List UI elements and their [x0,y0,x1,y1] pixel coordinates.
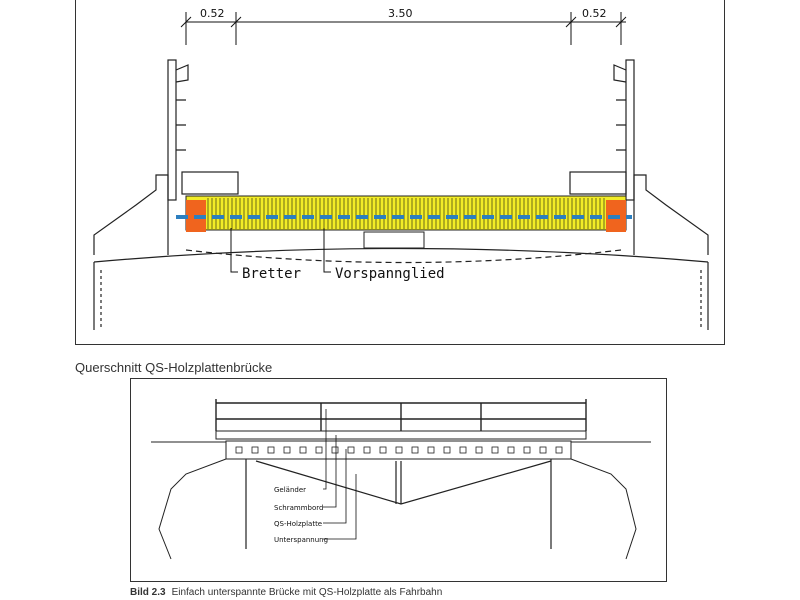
deck-bolt [315,446,323,454]
timber-deck [185,195,627,231]
elevation-drawing: Geländer Schrammbord QS-Holzplatte Unter… [151,399,651,560]
deck-bolt [331,446,339,454]
label-deck: QS-Holzplatte [274,520,322,528]
deck-bolts [235,446,563,454]
dimension-right: 0.52 [582,7,607,20]
cross-section-figure: 0.52 3.50 0.52 [75,0,725,345]
abutments [151,441,651,560]
deck-bolt [555,446,563,454]
dimension-line [180,12,627,45]
label-boards: Bretter [242,266,301,282]
underspanning [245,459,552,549]
label-tendon: Vorspannglied [335,266,445,282]
deck-bolt [411,446,419,454]
deck-bolt [283,446,291,454]
deck-bolt [251,446,259,454]
label-underspanning: Unterspannung [274,536,328,544]
deck-bolt [347,446,355,454]
deck-bolt [235,446,243,454]
deck-boards [207,198,605,229]
deck-bolt [443,446,451,454]
dimension-left: 0.52 [200,7,225,20]
leader-lines [323,409,357,540]
curb [215,430,587,440]
deck-bolt [379,446,387,454]
label-curb: Schrammbord [274,504,323,512]
caption-figure-2-3: Bild 2.3 Einfach unterspannte Brücke mit … [130,587,442,598]
caption-text: Einfach unterspannte Brücke mit QS-Holzp… [171,587,443,598]
caption-cross-section: Querschnitt QS-Holzplattenbrücke [75,360,273,375]
deck-bolt [427,446,435,454]
elevation-figure: Geländer Schrammbord QS-Holzplatte Unter… [130,378,667,582]
railing-posts [167,59,635,201]
deck-bolt [267,446,275,454]
deck-bolt [539,446,547,454]
deck-bolt [475,446,483,454]
deck-bolt [363,446,371,454]
deck-bolt [491,446,499,454]
deck-bolt [523,446,531,454]
deck-bolt [299,446,307,454]
railing [215,399,587,431]
cross-section-drawing: 0.52 3.50 0.52 [93,7,709,330]
label-railing: Geländer [274,486,306,494]
bearing [363,231,425,249]
caption-number: Bild 2.3 [130,587,166,598]
deck-bolt [507,446,515,454]
leader-lines [230,228,331,273]
deck-bolt [395,446,403,454]
dimension-center: 3.50 [388,7,413,20]
deck-bolt [459,446,467,454]
